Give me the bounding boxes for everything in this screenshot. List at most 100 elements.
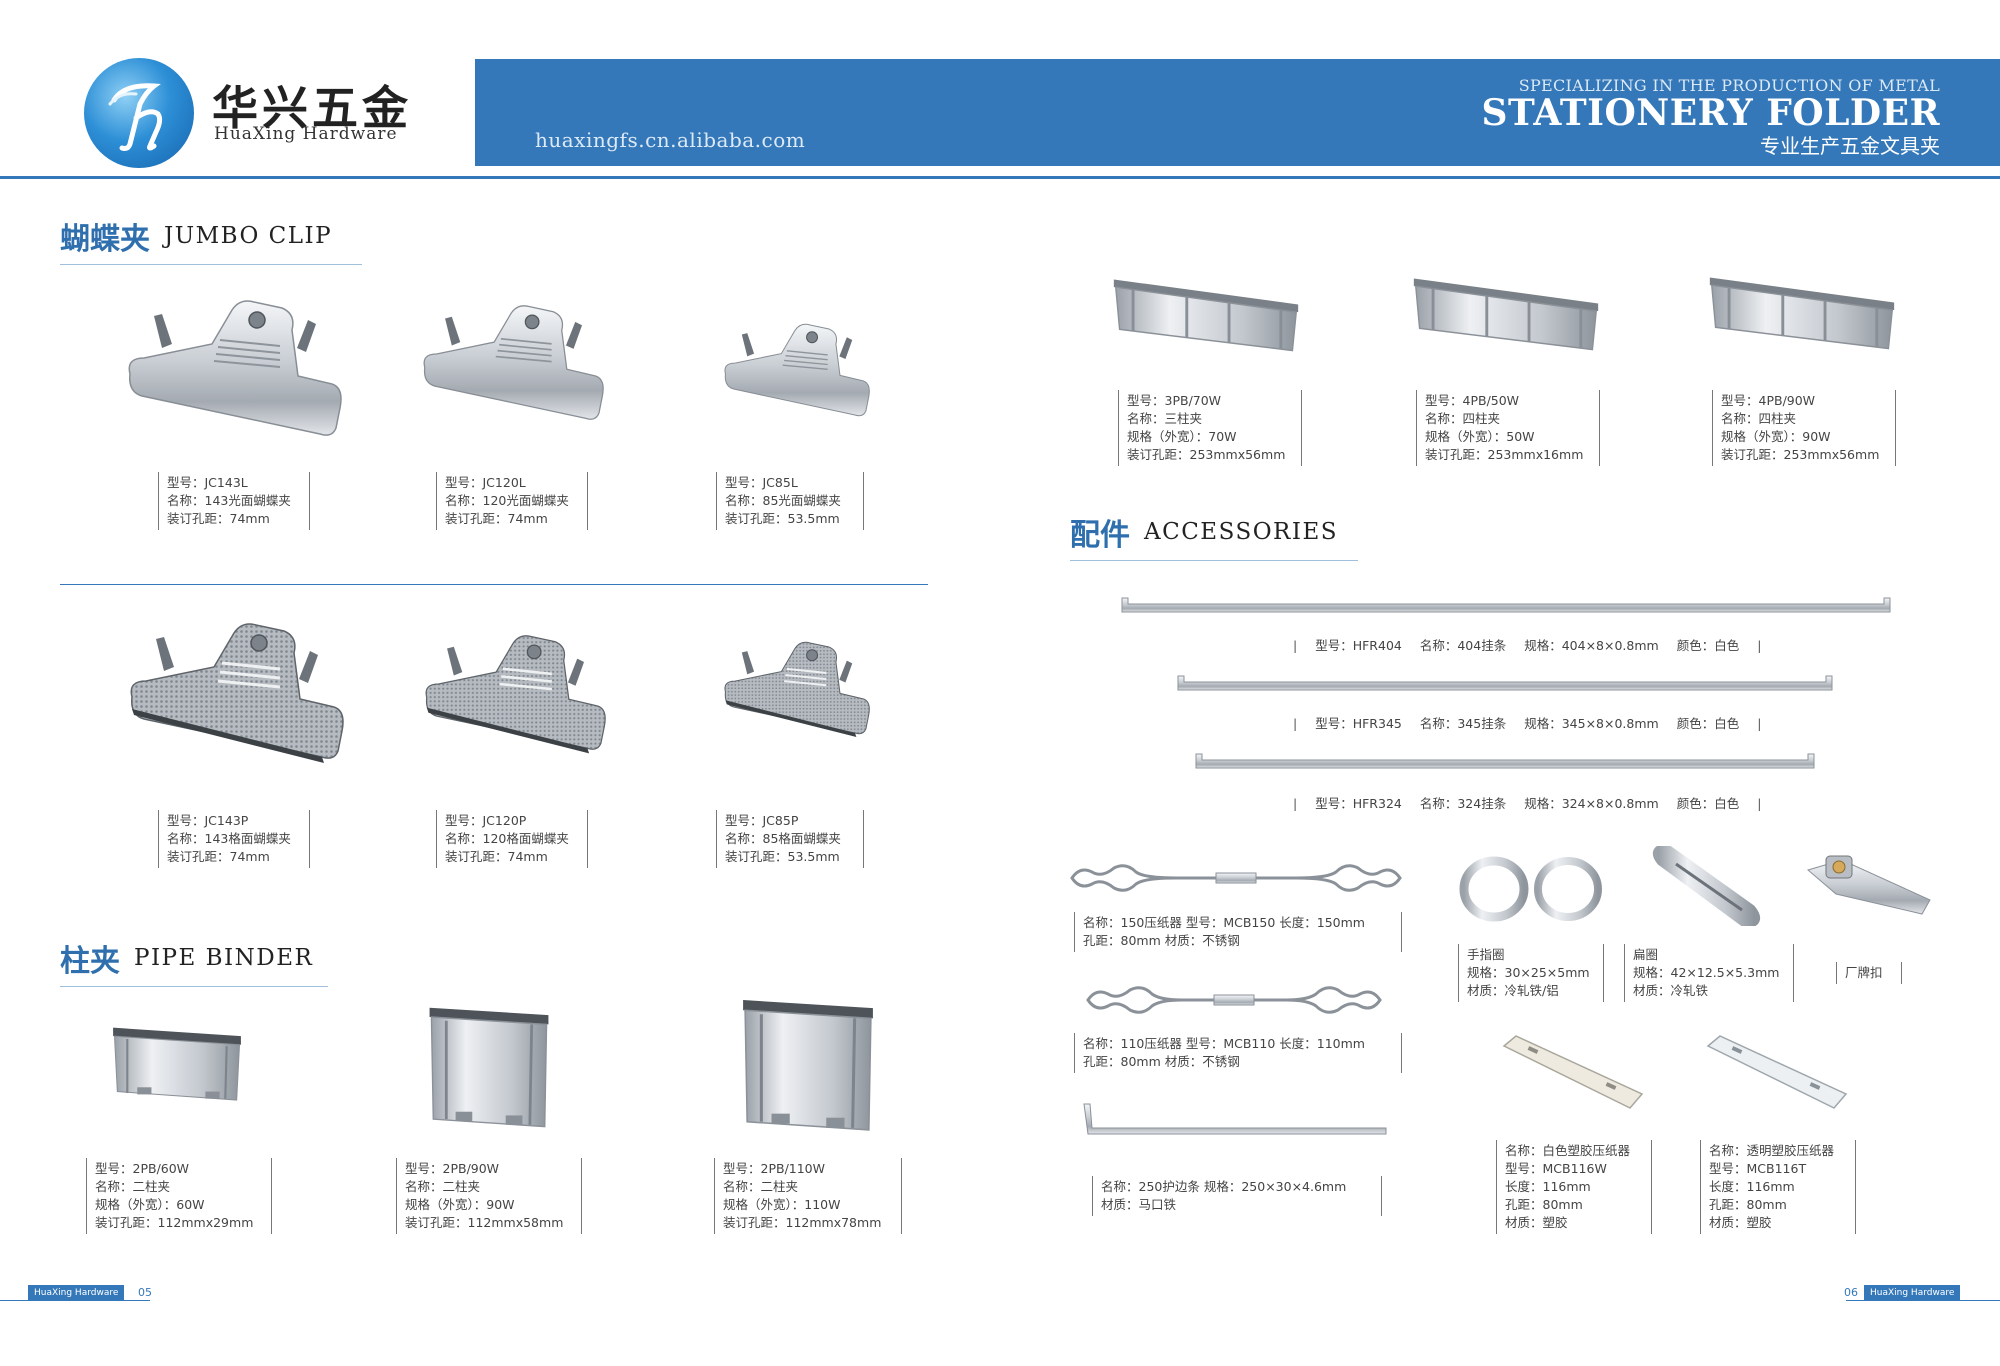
spec-line: 型号：JC120P [445, 813, 527, 828]
spec-line: 型号：JC143L [167, 475, 248, 490]
section-title-en: PIPE BINDER [134, 945, 314, 971]
spec-line: 型号：JC143P [167, 813, 249, 828]
spec-finger-ring: 手指圈 规格：30×25×5mm 材质：冷轧铁/铝 [1458, 944, 1604, 1002]
spec-line: 材质：冷轧铁/铝 [1467, 983, 1559, 998]
footer-brand-right: HuaXing Hardware [1864, 1285, 1961, 1301]
spec-name: 名称：404挂条 [1419, 638, 1507, 653]
spec-badge-clip: 厂牌扣 [1836, 962, 1902, 984]
spec-line: 名称：白色塑胶压纸器 [1505, 1143, 1631, 1158]
spec-name: 名称：345挂条 [1419, 716, 1507, 731]
header-divider [0, 176, 2000, 179]
spec-line: 名称：二柱夹 [405, 1179, 481, 1194]
spec-model: 型号：HFR345 [1315, 716, 1402, 731]
spec-mcb116w: 名称：白色塑胶压纸器 型号：MCB116W 长度：116mm 孔距：80mm 材… [1496, 1140, 1652, 1234]
product-image-finger-rings [1458, 856, 1606, 922]
spec-line: 名称：110压纸器 型号：MCB110 长度：110mm [1083, 1036, 1365, 1051]
spec-edge-bar: 名称：250护边条 规格：250×30×4.6mm 材质：马口铁 [1092, 1176, 1382, 1216]
website-link[interactable]: huaxingfs.cn.alibaba.com [535, 128, 806, 152]
spec-line: 手指圈 [1467, 947, 1505, 962]
spec-line: 名称：143格面蝴蝶夹 [167, 831, 291, 846]
spec-line: 型号：MCB116T [1709, 1161, 1807, 1176]
product-image-jc143l [122, 296, 342, 446]
spec-line: 装订孔距：74mm [167, 511, 270, 526]
section-title-cn: 配件 [1070, 518, 1130, 553]
spec-2pb-60w: 型号：2PB/60W 名称：二柱夹 规格（外宽）：60W 装订孔距：112mmx… [86, 1158, 272, 1234]
spec-line: 孔距：80mm [1709, 1197, 1787, 1212]
spec-line: 名称：120格面蝴蝶夹 [445, 831, 569, 846]
section-divider [60, 584, 928, 585]
product-image-2pb-90w [416, 1004, 562, 1134]
product-image-mcb116t [1704, 1032, 1850, 1112]
page-number-right: 06 [1844, 1286, 1858, 1299]
spec-line: 规格（外宽）：60W [95, 1197, 205, 1212]
section-title-jumbo-clip: 蝴蝶夹 JUMBO CLIP [60, 214, 362, 265]
logo-monogram-icon [108, 83, 163, 151]
spec-line: 装订孔距：112mmx78mm [723, 1215, 882, 1230]
spec-line: 型号：3PB/70W [1127, 393, 1222, 408]
product-image-jc85p [720, 626, 870, 754]
company-logo [84, 58, 194, 168]
spec-model: 型号：HFR324 [1315, 796, 1402, 811]
spec-line: 名称：二柱夹 [723, 1179, 799, 1194]
spec-line: 装订孔距：74mm [167, 849, 270, 864]
product-image-mcb110 [1082, 984, 1386, 1016]
spec-line: 名称：85光面蝴蝶夹 [725, 493, 841, 508]
spec-line: 装订孔距：253mmx56mm [1127, 447, 1286, 462]
spec-model: 型号：HFR404 [1315, 638, 1402, 653]
spec-line: 型号：JC85L [725, 475, 798, 490]
spec-line: 名称：透明塑胶压纸器 [1709, 1143, 1835, 1158]
spec-line: 材质：马口铁 [1101, 1197, 1177, 1212]
spec-line: 名称：四柱夹 [1721, 411, 1797, 426]
product-image-4pb-50w [1410, 270, 1602, 358]
spec-line: 材质：塑胶 [1505, 1215, 1568, 1230]
spec-2pb-90w: 型号：2PB/90W 名称：二柱夹 规格（外宽）：90W 装订孔距：112mmx… [396, 1158, 582, 1234]
spec-jc120l: 型号：JC120L 名称：120光面蝴蝶夹 装订孔距：74mm [436, 472, 588, 530]
section-title-cn: 蝴蝶夹 [60, 222, 150, 257]
product-image-jc85l [720, 310, 870, 434]
section-title-en: JUMBO CLIP [164, 223, 333, 249]
spec-line: 规格（外宽）：110W [723, 1197, 841, 1212]
spec-jc143p: 型号：JC143P 名称：143格面蝴蝶夹 装订孔距：74mm [158, 810, 310, 868]
spec-line: 型号：JC120L [445, 475, 526, 490]
spec-line: 孔距：80mm [1505, 1197, 1583, 1212]
spec-4pb-90w: 型号：4PB/90W 名称：四柱夹 规格（外宽）：90W 装订孔距：253mmx… [1712, 390, 1896, 466]
spec-line: 型号：JC85P [725, 813, 799, 828]
spec-line: 型号：MCB116W [1505, 1161, 1607, 1176]
spec-name: 名称：324挂条 [1419, 796, 1507, 811]
spec-flat-ring: 扁圈 规格：42×12.5×5.3mm 材质：冷轧铁 [1624, 944, 1794, 1002]
spec-line: 长度：116mm [1709, 1179, 1795, 1194]
spec-line: 规格（外宽）：50W [1425, 429, 1535, 444]
slogan-subtitle: SPECIALIZING IN THE PRODUCTION OF METAL [1518, 76, 1940, 95]
spec-line: 名称：150压纸器 型号：MCB150 长度：150mm [1083, 915, 1365, 930]
spec-color: 颜色：白色 [1676, 796, 1740, 811]
spec-line: 规格（外宽）：70W [1127, 429, 1237, 444]
spec-line: 规格（外宽）：90W [405, 1197, 515, 1212]
product-image-hfr345 [1176, 674, 1834, 692]
spec-2pb-110w: 型号：2PB/110W 名称：二柱夹 规格（外宽）：110W 装订孔距：112m… [714, 1158, 902, 1234]
spec-mcb116t: 名称：透明塑胶压纸器 型号：MCB116T 长度：116mm 孔距：80mm 材… [1700, 1140, 1856, 1234]
spec-line: 厂牌扣 [1845, 965, 1883, 980]
spec-line: 型号：2PB/110W [723, 1161, 825, 1176]
company-name-cn: 华兴五金 [212, 81, 412, 135]
spec-size: 规格：404×8×0.8mm [1524, 638, 1659, 653]
spec-line: 型号：2PB/60W [95, 1161, 190, 1176]
spec-color: 颜色：白色 [1676, 638, 1740, 653]
product-image-2pb-60w [106, 1020, 248, 1112]
spec-line: 名称：四柱夹 [1425, 411, 1501, 426]
spec-line: 材质：塑胶 [1709, 1215, 1772, 1230]
page-number-left: 05 [138, 1286, 152, 1299]
product-image-mcb150 [1066, 862, 1406, 894]
product-image-badge-clip [1802, 850, 1934, 922]
product-image-jc120p [420, 620, 606, 770]
spec-line: 规格：30×25×5mm [1467, 965, 1590, 980]
spec-line: 装订孔距：74mm [445, 849, 548, 864]
spec-line: 名称：250护边条 规格：250×30×4.6mm [1101, 1179, 1347, 1194]
spec-line: 规格（外宽）：90W [1721, 429, 1831, 444]
spec-line: 装订孔距：253mmx56mm [1721, 447, 1880, 462]
footer-brand-left: HuaXing Hardware [28, 1285, 125, 1301]
